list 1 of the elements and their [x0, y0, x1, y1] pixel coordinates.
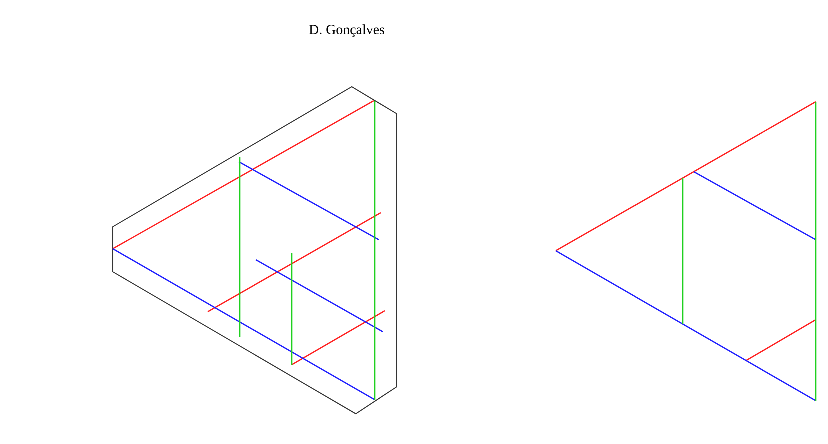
author-header: D. Gonçalves — [309, 24, 384, 38]
